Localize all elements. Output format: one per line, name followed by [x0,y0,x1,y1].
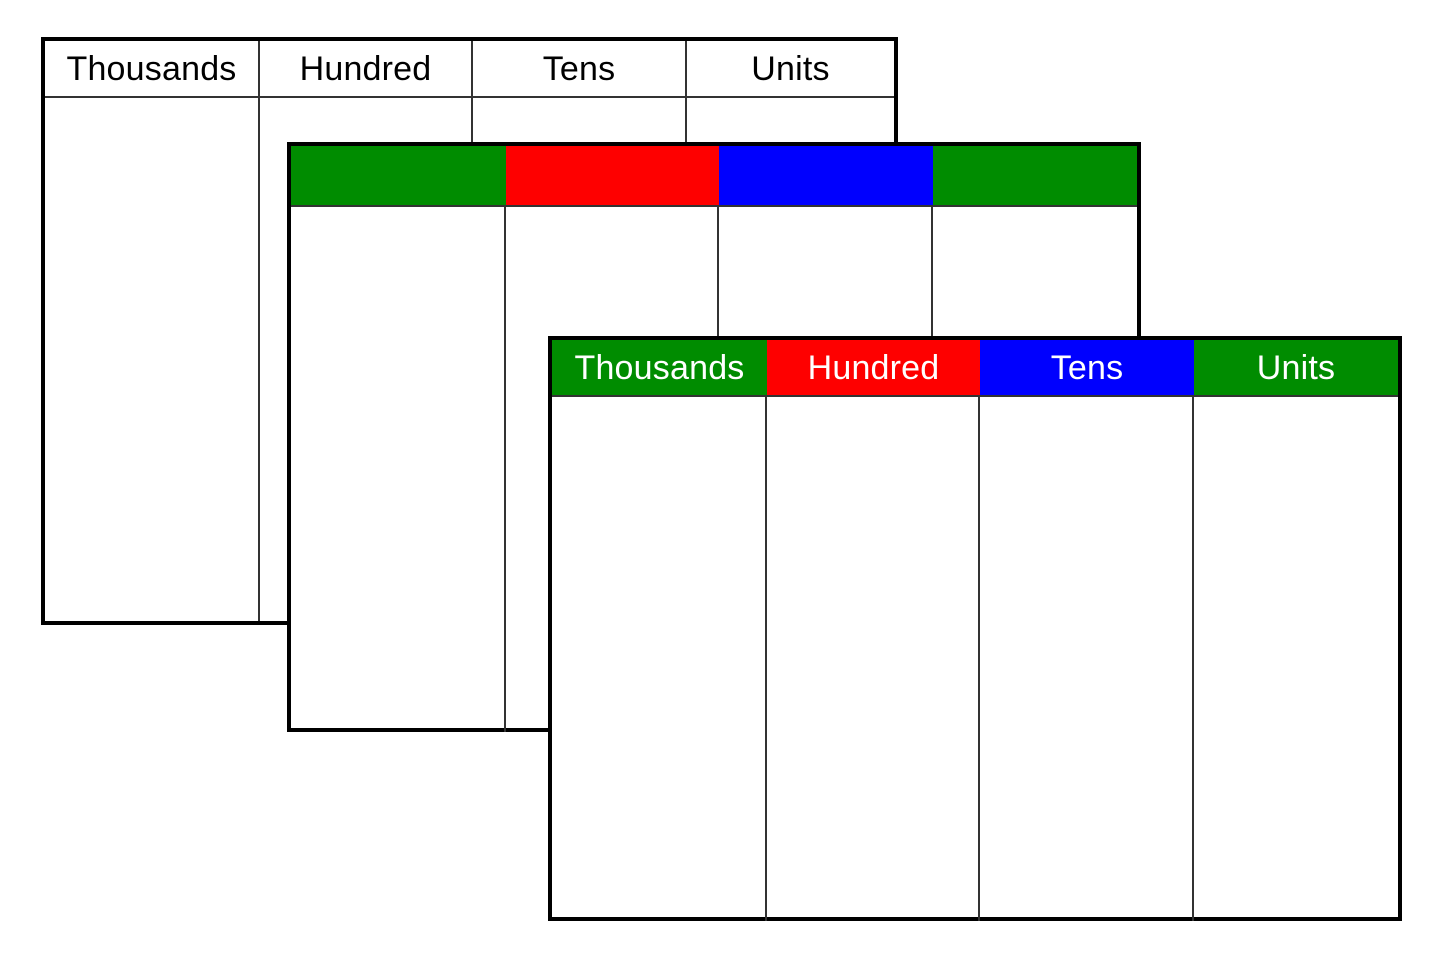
header-cell-tens[interactable]: Tens [473,41,687,96]
body-cell-tens[interactable] [980,397,1194,921]
header-cell-hundred[interactable]: Hundred [767,340,980,395]
table-header-row: Thousands Hundred Tens Units [45,41,894,98]
body-cell-thousands[interactable] [291,207,506,732]
header-cell-units[interactable] [933,146,1137,205]
table-header-row: Thousands Hundred Tens Units [552,340,1398,397]
body-cell-thousands[interactable] [552,397,767,921]
body-cell-thousands[interactable] [45,98,260,621]
header-cell-tens[interactable]: Tens [980,340,1194,395]
header-cell-hundred[interactable] [506,146,719,205]
header-cell-hundred[interactable]: Hundred [260,41,473,96]
table-body-row [552,397,1398,921]
table-header-row [291,146,1137,207]
body-cell-units[interactable] [1194,397,1398,921]
header-cell-units[interactable]: Units [1194,340,1398,395]
place-value-table-colour-labelled: Thousands Hundred Tens Units [548,336,1402,921]
header-cell-tens[interactable] [719,146,933,205]
body-cell-hundred[interactable] [767,397,980,921]
header-cell-thousands[interactable] [291,146,506,205]
header-cell-units[interactable]: Units [687,41,894,96]
header-cell-thousands[interactable]: Thousands [45,41,260,96]
header-cell-thousands[interactable]: Thousands [552,340,767,395]
